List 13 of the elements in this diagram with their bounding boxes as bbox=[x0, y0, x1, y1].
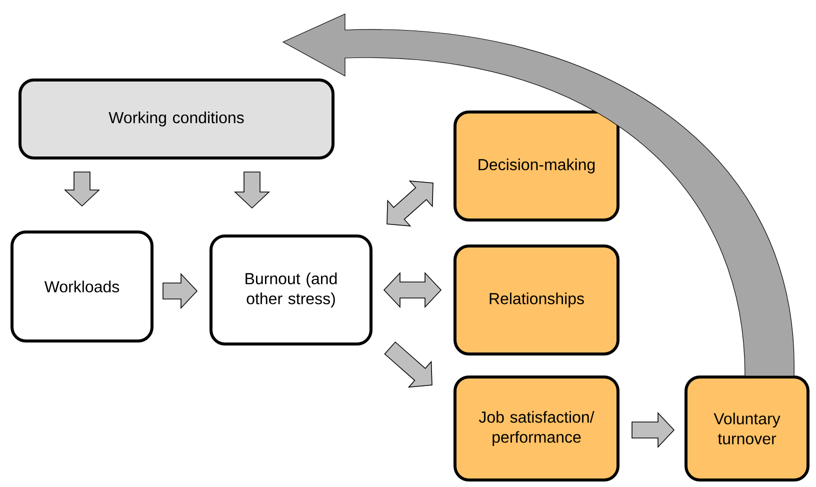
outcome-box: Relationships bbox=[454, 244, 620, 356]
outcome-box: Voluntary turnover bbox=[684, 376, 810, 482]
outcome-box: Decision-making bbox=[454, 110, 620, 222]
condition-box: Working conditions bbox=[18, 78, 334, 160]
block-arrow bbox=[632, 412, 675, 448]
block-arrow bbox=[234, 172, 270, 209]
curved-arrow bbox=[282, 14, 794, 376]
outcome-box: Job satisfaction/ performance bbox=[454, 376, 620, 482]
block-arrow bbox=[386, 180, 434, 227]
block-arrow bbox=[64, 172, 100, 207]
block-arrow bbox=[162, 273, 198, 310]
factor-box: Workloads bbox=[10, 230, 154, 342]
factor-box: Burnout (and other stress) bbox=[210, 234, 372, 346]
